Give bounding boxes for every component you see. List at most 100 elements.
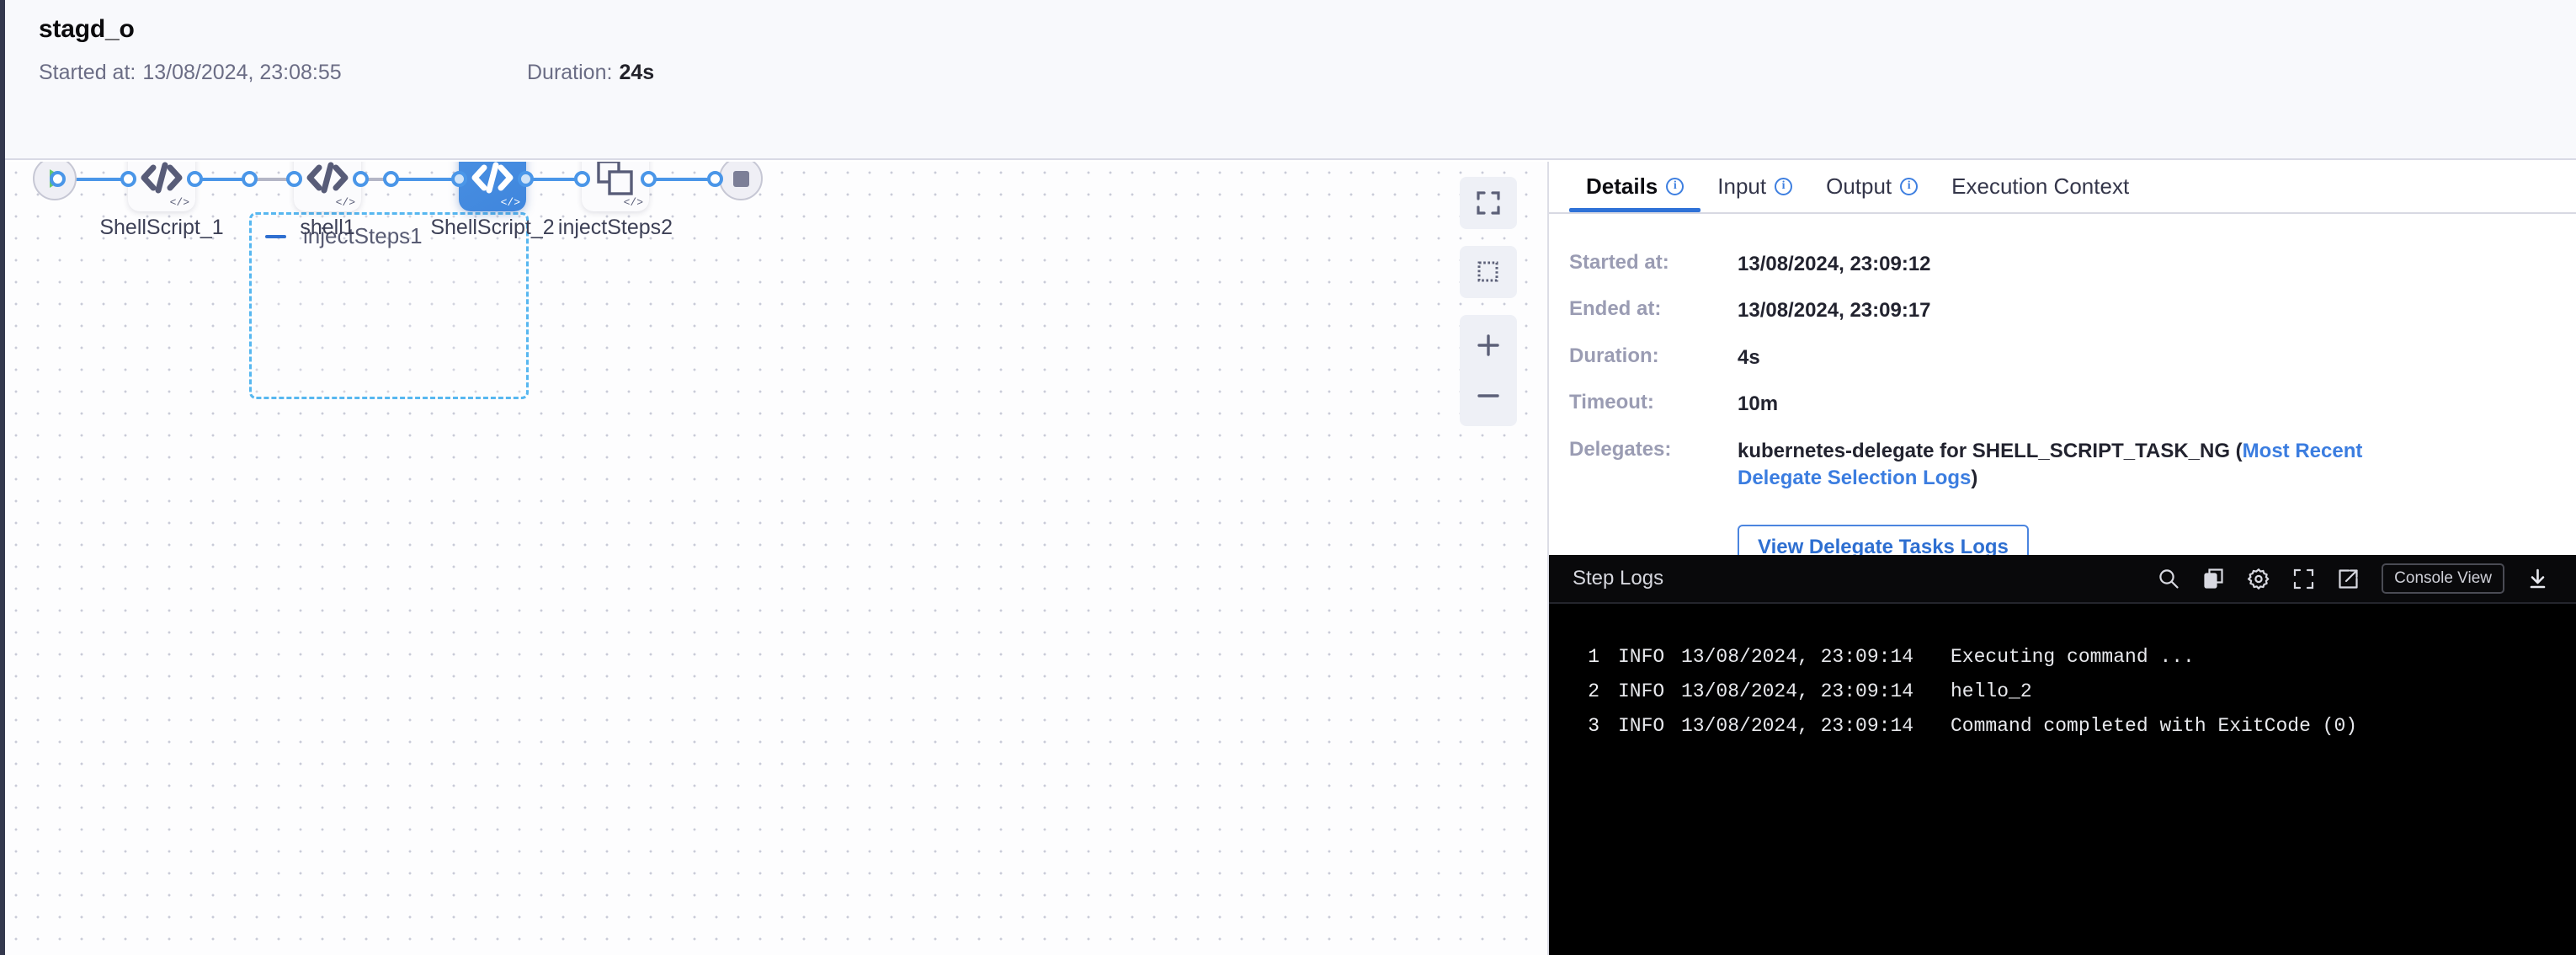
step-logs-title: Step Logs <box>1573 567 1664 590</box>
port-end-in[interactable] <box>707 171 723 187</box>
port-shell1-in[interactable] <box>286 171 302 187</box>
info-icon[interactable]: i <box>1666 177 1685 195</box>
zoom-in-button[interactable] <box>1460 320 1517 371</box>
details-section: Started at: 13/08/2024, 23:09:12 Ended a… <box>1549 214 2576 571</box>
log-timestamp: 13/08/2024, 23:09:14 <box>1681 680 1914 702</box>
pipeline-canvas[interactable]: injectSteps1 </> <box>5 162 1546 955</box>
step-group-injectSteps1[interactable]: injectSteps1 <box>249 212 529 399</box>
duration-value: 24s <box>619 61 655 84</box>
port-group-out[interactable] <box>383 171 399 187</box>
tab-input-label: Input <box>1717 173 1767 199</box>
detail-row-ended-at: Ended at: 13/08/2024, 23:09:17 <box>1569 297 2576 324</box>
detail-row-timeout: Timeout: 10m <box>1569 391 2576 418</box>
execution-header: stagd_o Started at: 13/08/2024, 23:08:55… <box>5 0 2576 160</box>
download-icon[interactable] <box>2526 568 2549 590</box>
fit-to-screen-icon <box>1477 191 1500 215</box>
node-shellscript2[interactable]: </> <box>459 162 526 211</box>
header-meta: Started at: 13/08/2024, 23:08:55 Duratio… <box>39 61 654 85</box>
log-line-number: 3 <box>1588 715 1599 737</box>
log-timestamp: 13/08/2024, 23:09:14 <box>1681 715 1914 737</box>
zoom-out-button[interactable] <box>1460 371 1517 421</box>
code-badge-icon: </> <box>169 196 189 209</box>
duration-label: Duration: <box>1569 344 1659 367</box>
delegates-label: Delegates: <box>1569 437 1672 461</box>
code-badge-icon: </> <box>335 196 355 209</box>
step-logs-panel: Step Logs <box>1549 555 2576 955</box>
duration-label: Duration: <box>527 61 613 84</box>
log-line: 3 INFO 13/08/2024, 23:09:14 Command comp… <box>1549 715 2576 750</box>
edge-group-to-shellscript2 <box>389 178 465 181</box>
port-injectsteps2-in[interactable] <box>574 171 590 187</box>
log-line-number: 2 <box>1588 680 1599 702</box>
log-message: Command completed with ExitCode (0) <box>1951 715 2358 737</box>
tab-output-label: Output <box>1826 173 1892 199</box>
log-lines[interactable]: 1 INFO 13/08/2024, 23:09:14 Executing co… <box>1549 604 2576 750</box>
delegates-value: kubernetes-delegate for SHELL_SCRIPT_TAS… <box>1738 438 2394 493</box>
log-level: INFO <box>1618 715 1665 737</box>
port-injectsteps2-out[interactable] <box>641 171 657 187</box>
delegates-text-end: ) <box>1971 466 1978 489</box>
port-start-out[interactable] <box>50 171 66 187</box>
selection-box-button[interactable] <box>1460 246 1517 298</box>
port-shellscript1-out[interactable] <box>187 171 203 187</box>
canvas-toolbar <box>1460 177 1517 426</box>
step-logs-actions: Console View <box>2158 563 2549 594</box>
delegate-selection-logs-link[interactable]: Most Recent Delegate Selection Logs <box>1738 439 2363 489</box>
info-icon[interactable]: i <box>1900 177 1919 195</box>
gear-icon[interactable] <box>2247 567 2270 590</box>
node-label-shellscript1: ShellScript_1 <box>99 216 224 239</box>
started-at-label: Started at: <box>1569 251 1669 274</box>
log-message: Executing command ... <box>1951 646 2195 668</box>
collapse-minus-icon[interactable] <box>265 234 286 238</box>
tab-input[interactable]: Input i <box>1700 162 1809 211</box>
node-label-shell1: shell1 <box>300 216 355 239</box>
step-detail-panel: Details i Input i Output i Execution Con… <box>1547 162 2576 955</box>
edge-shellscript2-to-injectsteps2 <box>510 178 586 181</box>
duration-meta: Duration: 24s <box>527 61 654 85</box>
code-badge-icon: </> <box>500 196 520 209</box>
tab-execution-context[interactable]: Execution Context <box>1935 162 2146 211</box>
info-icon[interactable]: i <box>1775 177 1793 195</box>
external-link-icon[interactable] <box>2337 568 2360 590</box>
log-message: hello_2 <box>1951 680 2032 702</box>
fullscreen-icon[interactable] <box>2292 568 2315 590</box>
fit-to-screen-button[interactable] <box>1460 177 1517 229</box>
detail-tabs: Details i Input i Output i Execution Con… <box>1549 162 2576 214</box>
port-shellscript2-in[interactable] <box>451 171 467 187</box>
port-shell1-out[interactable] <box>353 171 369 187</box>
plus-icon <box>1477 334 1499 356</box>
edge-group-in-dashed <box>254 178 296 181</box>
page-title: stagd_o <box>39 15 135 43</box>
tab-details-label: Details <box>1586 173 1658 199</box>
search-icon[interactable] <box>2158 568 2180 590</box>
detail-row-delegates: Delegates: kubernetes-delegate for SHELL… <box>1569 438 2576 493</box>
node-shell1[interactable]: </> <box>294 162 361 211</box>
edge-injectsteps2-to-end <box>631 178 714 181</box>
node-label-shellscript2: ShellScript_2 <box>430 216 555 239</box>
step-group-header[interactable]: injectSteps1 <box>265 223 423 249</box>
tab-execution-context-label: Execution Context <box>1951 173 2130 199</box>
edge-shellscript1-to-group <box>178 178 253 181</box>
minus-icon <box>1477 394 1499 397</box>
node-shellscript1[interactable]: </> <box>128 162 195 211</box>
step-logs-toolbar: Step Logs <box>1549 555 2576 604</box>
started-at-label: Started at: <box>39 61 136 84</box>
duration-value: 4s <box>1738 345 1760 369</box>
port-group-in[interactable] <box>242 171 258 187</box>
port-shellscript2-out[interactable] <box>518 171 534 187</box>
console-view-button[interactable]: Console View <box>2382 563 2504 594</box>
log-line-number: 1 <box>1588 646 1599 668</box>
node-injectsteps2[interactable]: </> <box>582 162 649 211</box>
copy-icon[interactable] <box>2202 568 2225 590</box>
step-group-label: injectSteps1 <box>303 223 423 248</box>
started-at-value: 13/08/2024, 23:09:12 <box>1738 253 1931 275</box>
port-shellscript1-in[interactable] <box>120 171 136 187</box>
ended-at-value: 13/08/2024, 23:09:17 <box>1738 299 1931 323</box>
timeout-label: Timeout: <box>1569 391 1654 414</box>
tab-output[interactable]: Output i <box>1809 162 1935 211</box>
zoom-controls <box>1460 315 1517 426</box>
started-at-value: 13/08/2024, 23:08:55 <box>142 61 342 84</box>
end-node[interactable] <box>719 162 763 200</box>
tab-details[interactable]: Details i <box>1569 162 1701 212</box>
